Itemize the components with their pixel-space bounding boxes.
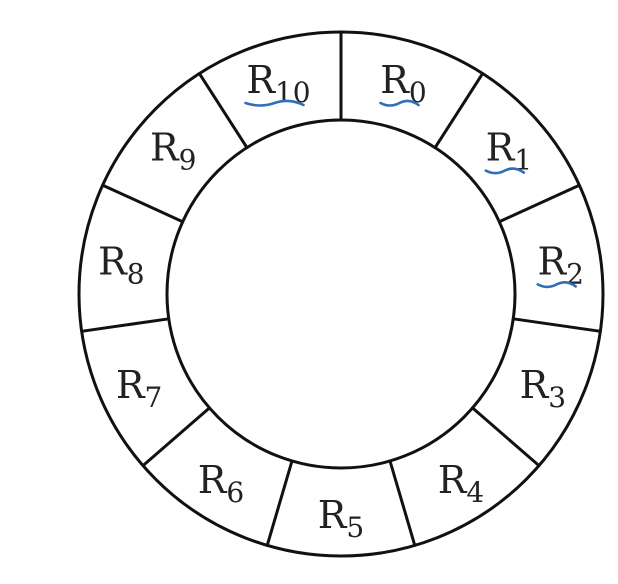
segment-divider xyxy=(265,459,294,547)
segment-label: R5 xyxy=(318,493,364,544)
segment-divider xyxy=(141,406,211,468)
segment-letter: R xyxy=(486,126,516,170)
segment-letter: R xyxy=(318,493,348,537)
segment-label: R3 xyxy=(520,363,566,414)
segment-letter: R xyxy=(150,126,180,170)
segment-letter: R xyxy=(98,239,128,283)
segment-divider xyxy=(101,183,185,224)
segment-label: R4 xyxy=(438,458,484,509)
pen-underline-mark xyxy=(379,99,420,107)
pen-underline-mark xyxy=(244,99,305,107)
segment-divider xyxy=(80,317,171,333)
segment-dividers xyxy=(80,30,602,547)
segment-label: R2 xyxy=(537,239,583,290)
segment-letter: R xyxy=(537,239,567,283)
segment-divider xyxy=(388,459,417,547)
pen-annotations xyxy=(244,99,577,289)
segment-letter: R xyxy=(116,363,146,407)
segment-divider xyxy=(433,72,485,150)
segment-letter: R xyxy=(380,58,410,102)
segment-subscript: 9 xyxy=(179,144,197,177)
segment-subscript: 3 xyxy=(548,381,566,414)
segment-letter: R xyxy=(198,458,228,502)
segment-label: R9 xyxy=(150,126,196,177)
segment-letter: R xyxy=(246,58,276,102)
pen-underline-mark xyxy=(484,167,526,175)
segment-label: R8 xyxy=(98,239,144,290)
segment-divider xyxy=(511,317,602,333)
segment-letter: R xyxy=(520,363,550,407)
pen-underline-mark xyxy=(536,281,577,289)
segment-letter: R xyxy=(438,458,468,502)
segment-subscript: 7 xyxy=(144,381,162,414)
segment-subscript: 8 xyxy=(127,257,145,290)
segment-subscript: 6 xyxy=(226,476,244,509)
segment-divider xyxy=(471,406,541,468)
segment-divider xyxy=(197,72,249,150)
segment-divider xyxy=(497,183,581,224)
segment-label: R6 xyxy=(198,458,244,509)
segment-label: R7 xyxy=(116,363,162,414)
segment-subscript: 5 xyxy=(346,511,364,544)
inner-ring xyxy=(165,118,517,470)
segment-subscript: 10 xyxy=(275,76,311,109)
segment-label: R10 xyxy=(246,58,310,109)
segment-subscript: 4 xyxy=(466,476,484,509)
